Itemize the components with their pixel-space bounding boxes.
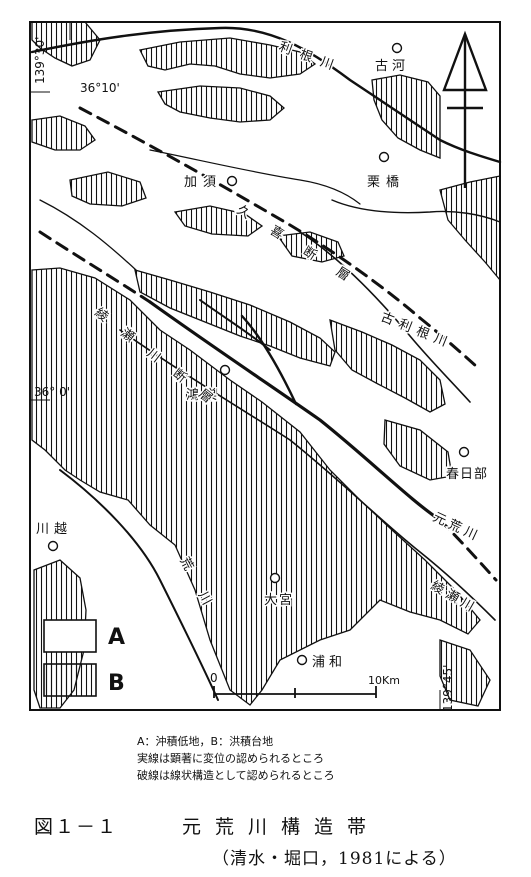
upland-east-2 <box>383 419 453 481</box>
stream-1 <box>331 199 501 223</box>
note-solid-line: 実線は顕著に変位の認められるところ <box>137 752 324 765</box>
graticule <box>30 22 441 710</box>
legend-a-label: A <box>108 625 125 650</box>
fault-branch-solid-2 <box>199 299 271 351</box>
note-legend-definition: A：沖積低地，B：洪積台地 <box>137 735 274 748</box>
upland-mid-1 <box>173 205 264 237</box>
faults <box>38 106 498 582</box>
coord-lon-nw: 139°30' <box>33 37 47 84</box>
map-notes: A：沖積低地，B：洪積台地 実線は顕著に変位の認められるところ 破線は線状構造と… <box>137 733 517 784</box>
ayase-fault-solid <box>148 300 442 522</box>
upland-east-1 <box>329 318 446 413</box>
kawagoe-label: 川越 <box>36 522 72 537</box>
kurihashi-label: 栗橋 <box>367 175 405 190</box>
ayase-fault-dashed-east <box>438 518 498 582</box>
figure-number: 図１－１ <box>34 816 119 838</box>
kazo-label: 加須 <box>184 175 222 190</box>
figure-source: （清水・堀口，1981による） <box>212 849 457 869</box>
omiya-marker <box>269 572 281 584</box>
ayase-fault-dashed-west <box>38 230 152 304</box>
koga-marker <box>391 42 403 54</box>
scale-start-label: 0 <box>210 671 218 685</box>
omiya-label: 大宮 <box>264 592 294 608</box>
figure-title: 元荒川構造帯 <box>182 816 381 838</box>
rivers <box>30 26 502 701</box>
north-arrow-icon <box>442 30 488 188</box>
upland-northwest <box>31 21 101 67</box>
legend-a-swatch <box>43 619 97 653</box>
scale-end-label: 10Km <box>368 674 400 687</box>
coord-lon-se: 139°45' <box>441 665 455 712</box>
upland-west-2 <box>69 171 147 207</box>
figure-caption: 図１－１ 元荒川構造帯 <box>34 812 380 839</box>
legend-b-label: B <box>108 671 125 696</box>
scale-bar <box>213 686 377 698</box>
kuki-fault-dashed-east <box>418 316 478 368</box>
tone-river-line <box>30 26 502 164</box>
furutone-river-line <box>299 231 471 403</box>
urawa-label: 浦和 <box>312 655 346 670</box>
note-dashed-line: 破線は線状構造として認められるところ <box>137 769 335 782</box>
kuki-fault-dashed-west <box>78 106 422 320</box>
fault-branch-solid-1 <box>240 314 298 406</box>
coord-lat-south: 36° 0' <box>34 385 70 399</box>
upland-east-3 <box>439 175 501 282</box>
upland-areas <box>31 21 501 709</box>
upland-north-2 <box>156 85 285 123</box>
kasukabe-marker <box>458 446 470 458</box>
stream-2 <box>39 199 137 271</box>
kasukabe-label: 春日部 <box>446 467 488 482</box>
town-markers <box>47 42 470 666</box>
upland-west-1 <box>31 115 96 151</box>
ara-river-line <box>59 469 219 701</box>
structural-map: A B 0 10Km 139°30' 36°10' 36° 0' 139°45'… <box>29 21 502 712</box>
upland-main <box>31 267 481 706</box>
legend-b-swatch <box>43 663 97 697</box>
kazo-marker <box>226 175 238 187</box>
upland-southeast <box>439 639 491 707</box>
kurihashi-marker <box>378 151 390 163</box>
upland-mid-2 <box>276 231 345 263</box>
upland-north-1 <box>139 37 317 79</box>
stream-3 <box>149 149 361 205</box>
konosu-label: 鴻巣 <box>186 388 222 403</box>
motoara-river-line <box>119 329 496 621</box>
urawa-marker <box>296 654 308 666</box>
upland-kuki <box>134 269 336 367</box>
koga-label: 古河 <box>375 59 409 74</box>
coord-lat-north: 36°10' <box>80 81 120 95</box>
konosu-marker <box>219 364 231 376</box>
kawagoe-marker <box>47 540 59 552</box>
